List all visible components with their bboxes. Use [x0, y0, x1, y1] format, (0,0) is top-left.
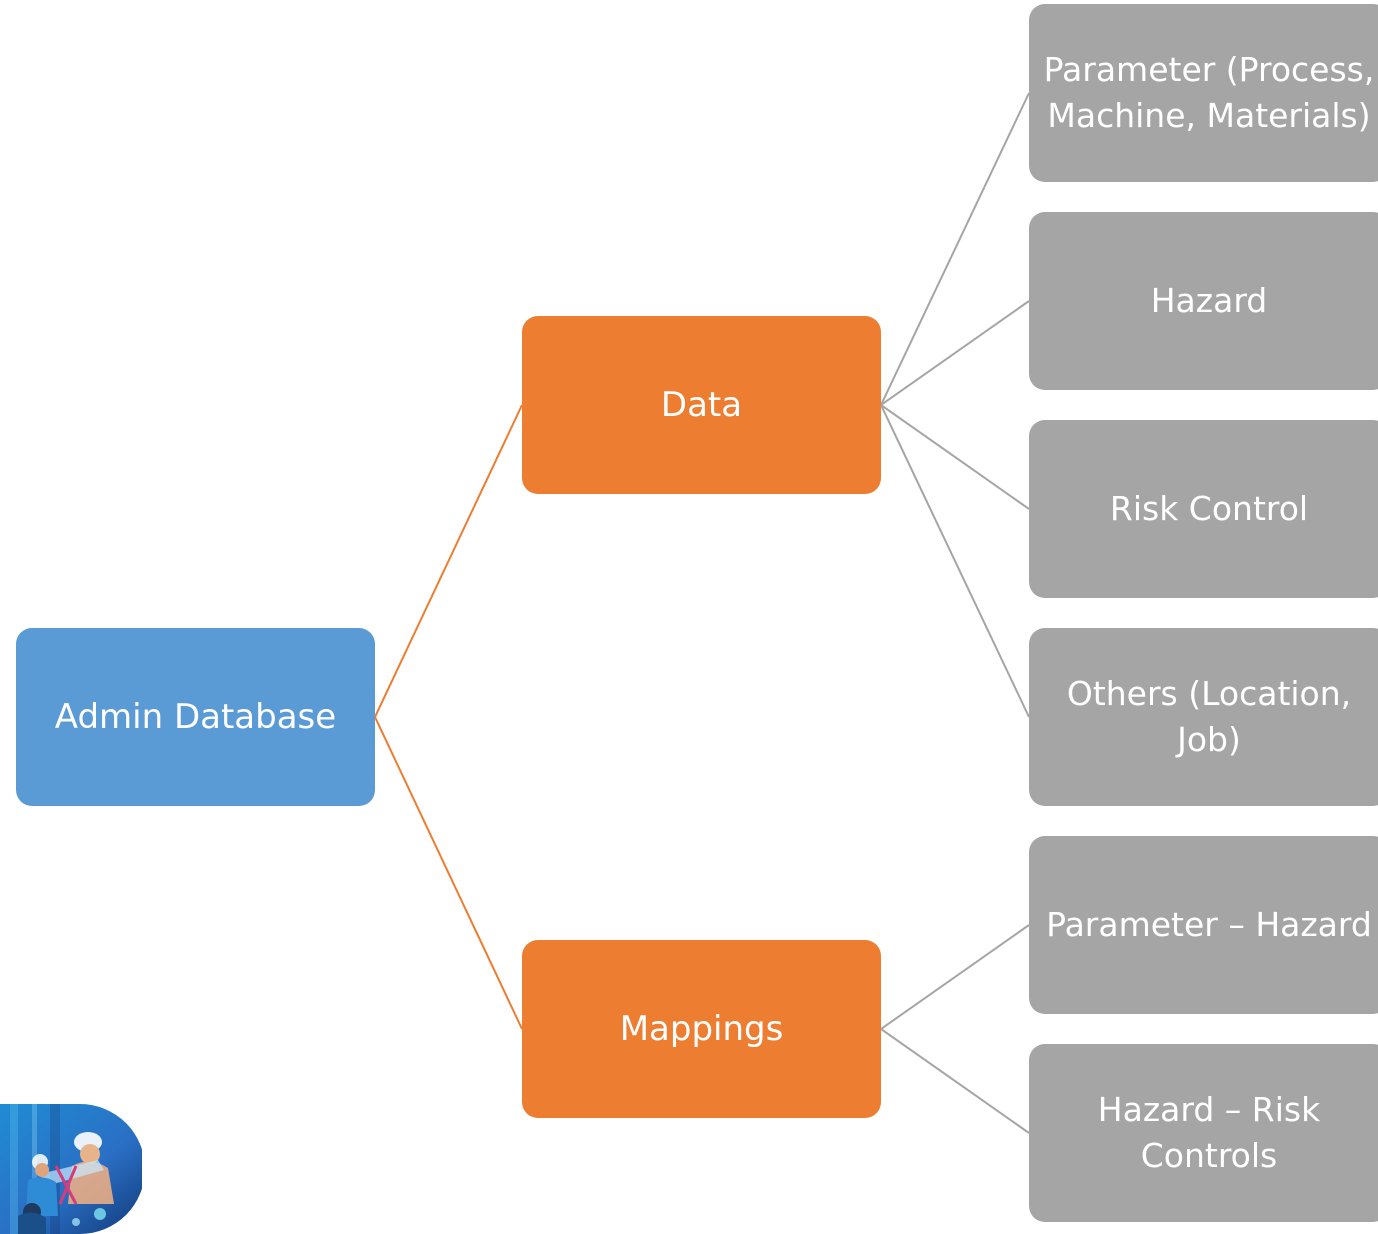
- leaf-node-label: Parameter – Hazard: [1046, 905, 1372, 944]
- leaf-node-hazard: Hazard: [1029, 212, 1378, 390]
- connector-data-risk-control: [880, 404, 1030, 510]
- leaf-node-risk-control: Risk Control: [1029, 420, 1378, 598]
- connector-root-mappings: [374, 716, 523, 1030]
- leaf-node-others: Others (Location, Job): [1029, 628, 1378, 806]
- leaf-node-hazard-risk-controls: Hazard – Risk Controls: [1029, 1044, 1378, 1222]
- connector-data-hazard: [880, 300, 1030, 406]
- leaf-node-parameter-hazard: Parameter – Hazard: [1029, 836, 1378, 1014]
- branch-node-label: Data: [660, 385, 743, 425]
- leaf-node-label: Risk Control: [1109, 489, 1309, 528]
- branch-node-data: Data: [522, 316, 881, 494]
- connector-mappings-parameter-hazard: [880, 924, 1030, 1030]
- connector-data-others: [880, 404, 1030, 718]
- leaf-node-label: Others (Location, Job): [1066, 674, 1352, 759]
- root-node-label: Admin Database: [54, 697, 337, 737]
- branch-node-label: Mappings: [619, 1009, 784, 1049]
- branch-node-mappings: Mappings: [522, 940, 881, 1118]
- root-node-admin-database: Admin Database: [16, 628, 375, 806]
- leaf-node-label: Hazard: [1150, 281, 1268, 320]
- connector-root-data: [374, 404, 523, 718]
- leaf-node-parameter: Parameter (Process, Machine, Materials): [1029, 4, 1378, 182]
- connector-mappings-hazard-risk: [880, 1028, 1030, 1134]
- hardhat-workers-logo-icon: [0, 1104, 142, 1234]
- leaf-node-label: Parameter (Process, Machine, Materials): [1043, 50, 1375, 135]
- leaf-node-label: Hazard – Risk Controls: [1097, 1090, 1321, 1175]
- connector-data-parameter: [880, 92, 1030, 406]
